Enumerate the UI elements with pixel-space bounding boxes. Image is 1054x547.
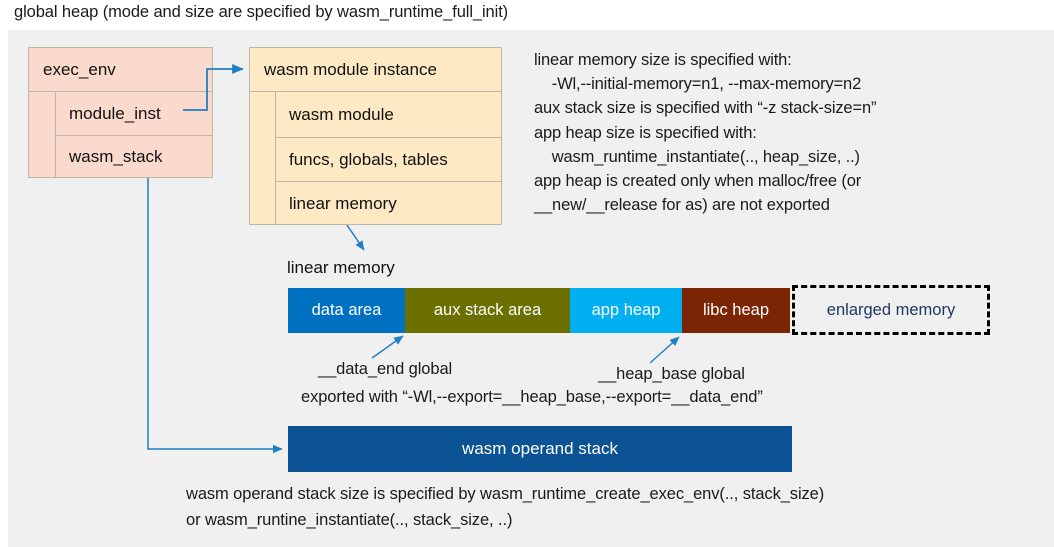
exec-env-row-module-inst: module_inst	[69, 103, 161, 123]
wasm-module-instance-gutter	[250, 92, 276, 225]
annotation-exported-with: exported with “-Wl,--export=__heap_base,…	[301, 388, 763, 406]
annotation-data-end: __data_end global	[318, 360, 453, 378]
segment-aux-stack-area: aux stack area	[405, 288, 570, 333]
exec-env-header: exec_env	[29, 48, 212, 92]
segment-app-heap: app heap	[570, 288, 682, 333]
segment-libc-heap: libc heap	[682, 288, 790, 333]
wmi-row-linear-memory: linear memory	[276, 181, 502, 226]
wmi-row-funcs-globals-tables: funcs, globals, tables	[276, 137, 502, 182]
page-title: global heap (mode and size are specified…	[14, 3, 509, 21]
annotation-stack-size: wasm operand stack size is specified by …	[186, 485, 825, 529]
wasm-module-instance-box: wasm module instance wasm module funcs, …	[249, 47, 502, 225]
wasm-operand-stack-box: wasm operand stack	[288, 426, 792, 472]
exec-env-row-wasm-stack: wasm_stack	[56, 135, 213, 178]
exec-env-box: exec_env module_inst wasm_stack	[28, 47, 213, 178]
wmi-row-wasm-module: wasm module	[289, 104, 394, 124]
linear-memory-label: linear memory	[287, 258, 395, 277]
exec-env-gutter	[29, 92, 56, 178]
segment-enlarged-memory: enlarged memory	[792, 285, 990, 335]
segment-data-area: data area	[288, 288, 405, 333]
annotation-heap-base: __heap_base global	[598, 365, 745, 383]
wasm-module-instance-header: wasm module instance	[250, 48, 501, 92]
memory-config-notes: linear memory size is specified with: -W…	[534, 51, 877, 215]
